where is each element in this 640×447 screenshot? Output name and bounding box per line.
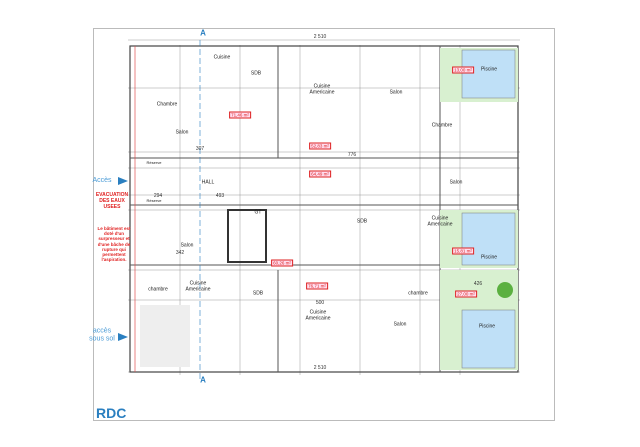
room-label: Salon <box>393 321 407 328</box>
room-label: Salon <box>389 89 403 96</box>
area-tag: 15,81 m² <box>452 247 474 255</box>
room-label: Salon <box>180 242 194 249</box>
section-marker-bottom: A <box>200 375 206 385</box>
area-tag: 60,26 m² <box>271 259 293 267</box>
area-tag: 52,83 m² <box>309 142 331 150</box>
room-label: Chambre <box>156 101 178 108</box>
area-tag: 64,49 m² <box>309 170 331 178</box>
room-label: SDB <box>356 218 368 225</box>
level-title: RDC <box>96 405 127 421</box>
room-label: Cuisine Americaine <box>309 83 335 95</box>
dimension: 493 <box>215 193 225 199</box>
room-label: HALL <box>201 179 215 186</box>
overall-dimension-top: 2 510 <box>313 34 327 40</box>
room-label: Piscine <box>480 66 498 73</box>
room-label: GT <box>254 209 262 216</box>
room-label: Réserve <box>146 197 162 203</box>
dimension: 500 <box>315 300 325 306</box>
room-label: Cuisine Americaine <box>427 215 453 227</box>
room-label: SDB <box>250 70 262 77</box>
access-label: Accès <box>92 177 112 185</box>
area-tag: 71,46 m² <box>229 111 251 119</box>
room-label: Réserve <box>146 159 162 165</box>
room-label: Salon <box>449 179 463 186</box>
room-label: Piscine <box>478 323 496 330</box>
overall-dimension-bottom: 2 510 <box>313 365 327 371</box>
area-tag: 13,00 m² <box>452 66 474 74</box>
room-label: Cuisine <box>213 54 231 61</box>
room-label: Cuisine Americaine <box>185 280 211 292</box>
dimension: 342 <box>175 250 185 256</box>
room-label: SDB <box>252 290 264 297</box>
area-tag: 76,71 m² <box>306 282 328 290</box>
room-label: chambre <box>408 290 428 297</box>
room-label: chambre <box>148 286 168 293</box>
dimension: 776 <box>347 152 357 158</box>
basement-access-label: accès sous sol <box>89 327 115 342</box>
room-label: Chambre <box>431 122 453 129</box>
dimension: 294 <box>153 193 163 199</box>
drawing-frame <box>93 28 555 421</box>
room-label: Piscine <box>480 254 498 261</box>
evacuation-title: EVACUATION DES EAUX USEES <box>95 192 129 210</box>
evacuation-note: Le bâtiment est doté d'un surpresseur et… <box>97 226 131 263</box>
dimension: 426 <box>473 281 483 287</box>
area-tag: 27,00 m² <box>455 290 477 298</box>
dimension: 307 <box>195 146 205 152</box>
room-label: Cuisine Americaine <box>305 309 331 321</box>
section-marker-top: A <box>200 28 206 38</box>
room-label: Salon <box>175 129 189 136</box>
